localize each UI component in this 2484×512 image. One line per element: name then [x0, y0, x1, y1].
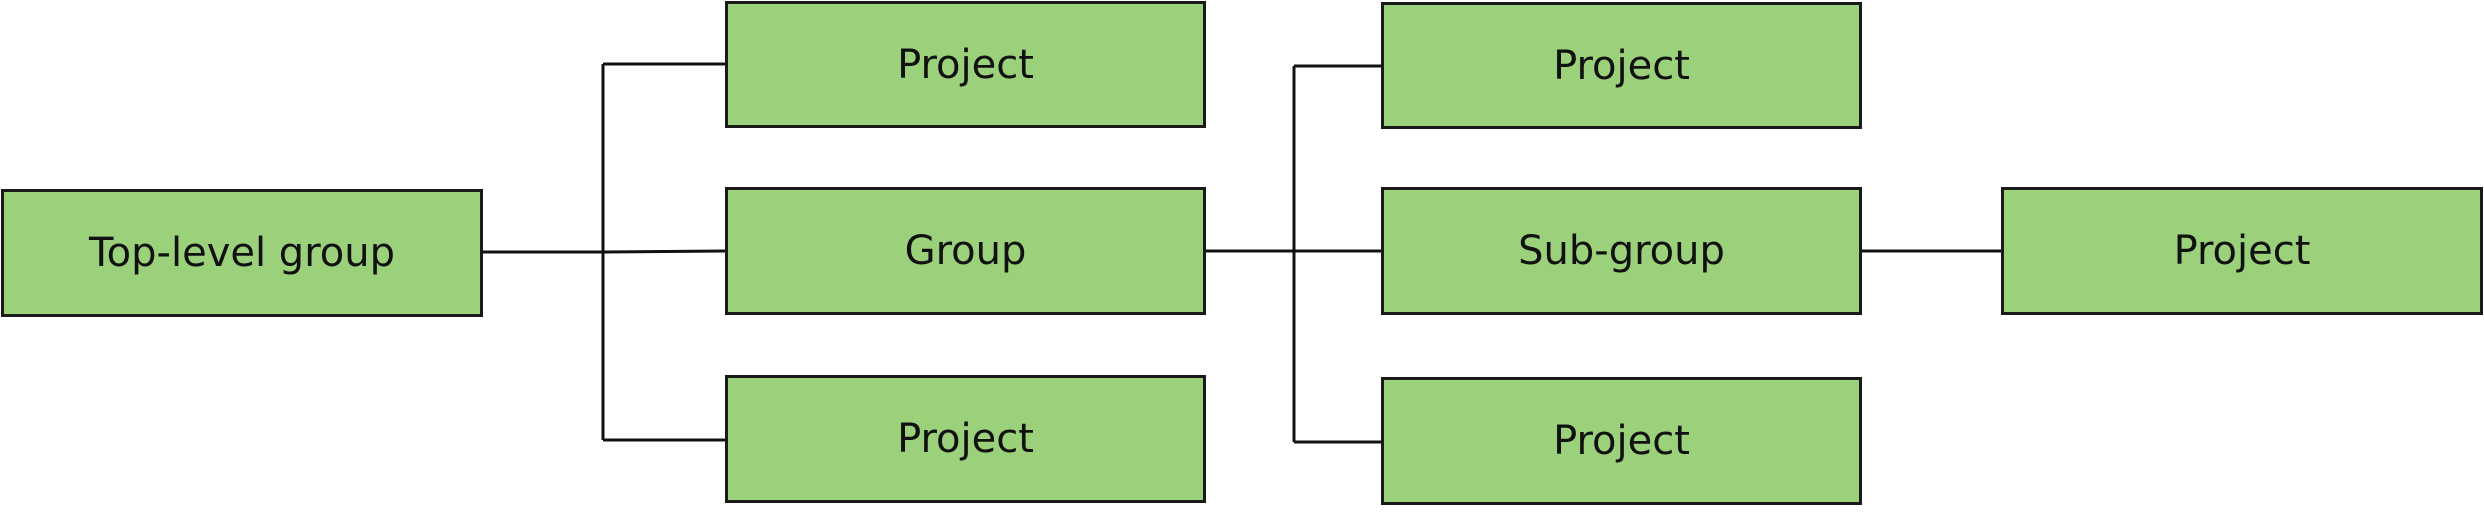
node-label: Group: [904, 228, 1027, 274]
node-label: Project: [897, 416, 1034, 462]
node-project-3: Project: [1381, 2, 1862, 129]
node-sub-group: Sub-group: [1381, 187, 1862, 315]
node-project-5: Project: [2001, 187, 2483, 315]
node-label: Project: [2173, 228, 2311, 274]
node-top-level-group: Top-level group: [1, 189, 483, 317]
node-label: Project: [897, 41, 1034, 88]
node-label: Sub-group: [1518, 228, 1725, 274]
node-project-1: Project: [725, 1, 1206, 128]
connector-trunk-1-to-group: [602, 249, 726, 254]
node-group: Group: [725, 187, 1206, 315]
node-label: Top-level group: [89, 230, 395, 276]
node-project-4: Project: [1381, 377, 1862, 505]
node-label: Project: [1553, 42, 1690, 89]
node-project-2: Project: [725, 375, 1206, 503]
node-label: Project: [1553, 418, 1690, 464]
